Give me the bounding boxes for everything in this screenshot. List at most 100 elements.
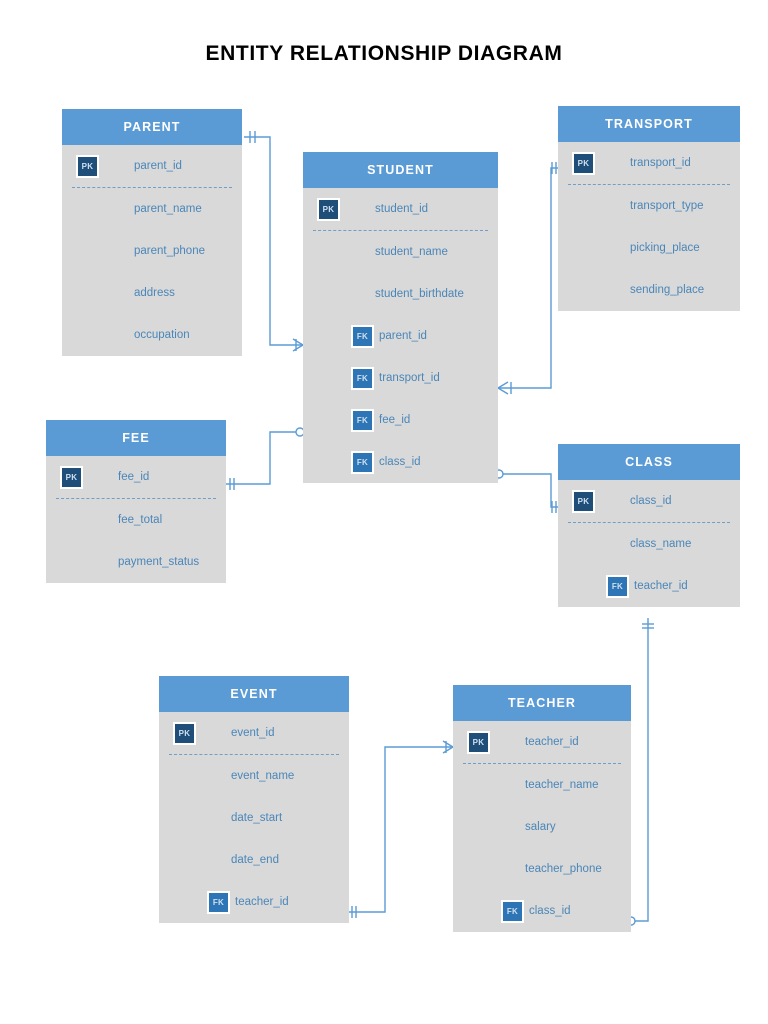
- entity-student-title: STUDENT: [303, 152, 498, 188]
- fk-badge-icon: FK: [501, 899, 524, 923]
- relationship-student-class: [488, 467, 558, 513]
- entity-teacher-title: TEACHER: [453, 685, 631, 721]
- attribute-student-id[interactable]: PK student_id: [303, 188, 498, 230]
- attribute-label: fee_id: [118, 471, 150, 483]
- attribute-date-end[interactable]: date_end: [159, 839, 349, 881]
- pk-separator: [463, 763, 621, 764]
- attribute-teacher-phone[interactable]: teacher_phone: [453, 848, 631, 890]
- attribute-label: parent_phone: [134, 245, 205, 257]
- pk-badge-icon: PK: [76, 154, 99, 178]
- attribute-event-id[interactable]: PK event_id: [159, 712, 349, 754]
- attribute-transport-id[interactable]: PK transport_id: [558, 142, 740, 184]
- entity-parent-title: PARENT: [62, 109, 242, 145]
- entity-class-title: CLASS: [558, 444, 740, 480]
- attribute-label: student_birthdate: [375, 288, 464, 300]
- attribute-fk-teacher-id[interactable]: FK teacher_id: [558, 565, 740, 607]
- pk-separator: [56, 498, 216, 499]
- attribute-label: teacher_id: [634, 580, 688, 592]
- entity-student[interactable]: STUDENT PK student_id student_name stude…: [303, 152, 498, 483]
- attribute-sending-place[interactable]: sending_place: [558, 269, 740, 311]
- entity-teacher[interactable]: TEACHER PK teacher_id teacher_name salar…: [453, 685, 631, 932]
- entity-class-attributes: PK class_id class_name FK teacher_id: [558, 480, 740, 607]
- entity-event-title: EVENT: [159, 676, 349, 712]
- attribute-teacher-name[interactable]: teacher_name: [453, 764, 631, 806]
- entity-parent[interactable]: PARENT PK parent_id parent_name parent_p…: [62, 109, 242, 356]
- attribute-fk-class-id[interactable]: FK class_id: [453, 890, 631, 932]
- fk-badge-icon: FK: [207, 890, 230, 914]
- entity-transport-title: TRANSPORT: [558, 106, 740, 142]
- entity-event-attributes: PK event_id event_name date_start date_e…: [159, 712, 349, 923]
- attribute-fk-teacher-id[interactable]: FK teacher_id: [159, 881, 349, 923]
- attribute-label: fee_id: [379, 414, 411, 426]
- entity-event[interactable]: EVENT PK event_id event_name date_start …: [159, 676, 349, 923]
- attribute-fee-total[interactable]: fee_total: [46, 499, 226, 541]
- attribute-student-name[interactable]: student_name: [303, 231, 498, 273]
- attribute-student-birthdate[interactable]: student_birthdate: [303, 273, 498, 315]
- attribute-label: transport_type: [630, 200, 704, 212]
- attribute-label: parent_id: [379, 330, 427, 342]
- attribute-payment-status[interactable]: payment_status: [46, 541, 226, 583]
- attribute-fk-fee-id[interactable]: FK fee_id: [303, 399, 498, 441]
- pk-badge-icon: PK: [467, 730, 490, 754]
- fk-badge-icon: FK: [351, 324, 374, 348]
- pk-badge-icon: PK: [572, 489, 595, 513]
- page-title: ENTITY RELATIONSHIP DIAGRAM: [205, 42, 563, 65]
- fk-badge-icon: FK: [351, 366, 374, 390]
- pk-separator: [169, 754, 339, 755]
- entity-fee-attributes: PK fee_id fee_total payment_status: [46, 456, 226, 583]
- attribute-label: class_id: [630, 495, 672, 507]
- attribute-label: class_name: [630, 538, 692, 550]
- attribute-picking-place[interactable]: picking_place: [558, 227, 740, 269]
- attribute-label: event_id: [231, 727, 275, 739]
- relationship-event-teacher: [349, 740, 454, 918]
- attribute-label: student_name: [375, 246, 448, 258]
- attribute-fee-id[interactable]: PK fee_id: [46, 456, 226, 498]
- attribute-label: sending_place: [630, 284, 705, 296]
- attribute-transport-type[interactable]: transport_type: [558, 185, 740, 227]
- fk-badge-icon: FK: [606, 574, 629, 598]
- relationship-fee-student: [226, 425, 314, 490]
- attribute-date-start[interactable]: date_start: [159, 797, 349, 839]
- attribute-label: event_name: [231, 770, 295, 782]
- attribute-label: address: [134, 287, 175, 299]
- entity-teacher-attributes: PK teacher_id teacher_name salary teache…: [453, 721, 631, 932]
- attribute-fk-transport-id[interactable]: FK transport_id: [303, 357, 498, 399]
- attribute-label: teacher_phone: [525, 863, 602, 875]
- entity-transport-attributes: PK transport_id transport_type picking_p…: [558, 142, 740, 311]
- relationship-student-transport: [497, 162, 558, 395]
- attribute-fk-class-id[interactable]: FK class_id: [303, 441, 498, 483]
- attribute-address[interactable]: address: [62, 272, 242, 314]
- entity-fee-title: FEE: [46, 420, 226, 456]
- pk-separator: [313, 230, 488, 231]
- attribute-label: parent_name: [134, 203, 202, 215]
- attribute-label: teacher_name: [525, 779, 599, 791]
- entity-fee[interactable]: FEE PK fee_id fee_total payment_status: [46, 420, 226, 583]
- attribute-parent-name[interactable]: parent_name: [62, 188, 242, 230]
- fk-badge-icon: FK: [351, 450, 374, 474]
- pk-separator: [72, 187, 232, 188]
- entity-transport[interactable]: TRANSPORT PK transport_id transport_type…: [558, 106, 740, 311]
- attribute-label: teacher_id: [235, 896, 289, 908]
- attribute-teacher-id[interactable]: PK teacher_id: [453, 721, 631, 763]
- attribute-label: salary: [525, 821, 556, 833]
- attribute-class-id[interactable]: PK class_id: [558, 480, 740, 522]
- attribute-label: transport_id: [630, 157, 691, 169]
- entity-class[interactable]: CLASS PK class_id class_name FK teacher_…: [558, 444, 740, 607]
- attribute-fk-parent-id[interactable]: FK parent_id: [303, 315, 498, 357]
- pk-badge-icon: PK: [317, 197, 340, 221]
- attribute-event-name[interactable]: event_name: [159, 755, 349, 797]
- attribute-class-name[interactable]: class_name: [558, 523, 740, 565]
- attribute-parent-id[interactable]: PK parent_id: [62, 145, 242, 187]
- entity-student-attributes: PK student_id student_name student_birth…: [303, 188, 498, 483]
- attribute-label: date_end: [231, 854, 279, 866]
- attribute-label: fee_total: [118, 514, 163, 526]
- attribute-parent-phone[interactable]: parent_phone: [62, 230, 242, 272]
- attribute-label: class_id: [529, 905, 571, 917]
- attribute-salary[interactable]: salary: [453, 806, 631, 848]
- pk-separator: [568, 184, 730, 185]
- pk-separator: [568, 522, 730, 523]
- attribute-label: class_id: [379, 456, 421, 468]
- attribute-label: transport_id: [379, 372, 440, 384]
- attribute-label: parent_id: [134, 160, 182, 172]
- attribute-occupation[interactable]: occupation: [62, 314, 242, 356]
